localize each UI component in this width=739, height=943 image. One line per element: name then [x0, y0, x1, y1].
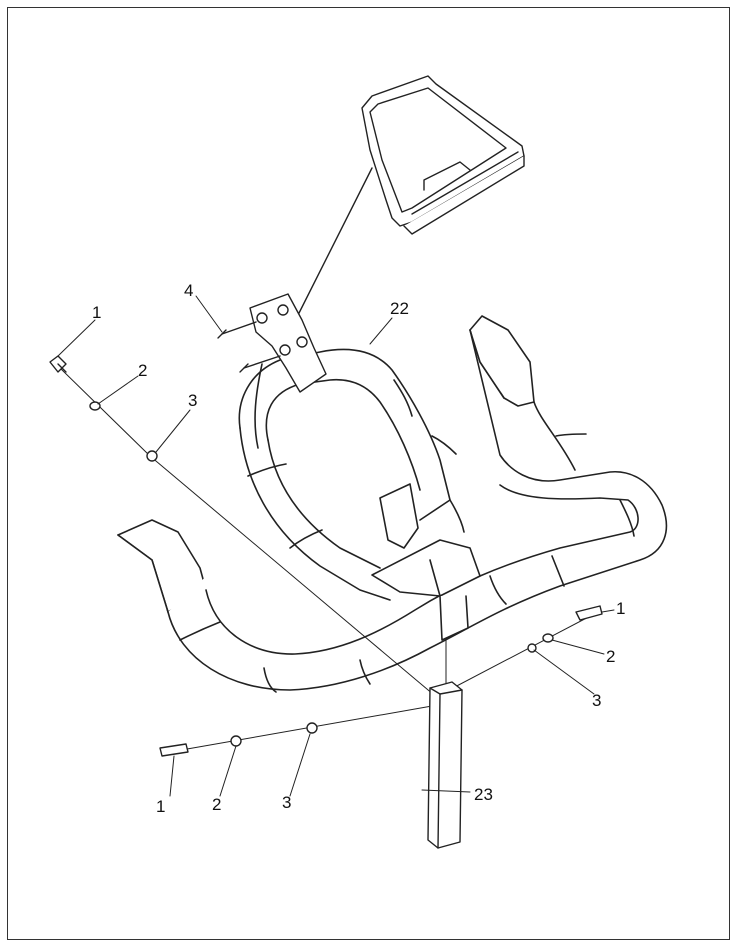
leader-line — [169, 705, 433, 753]
callout-bolt-right: 1 — [616, 599, 625, 618]
tablet-holder — [361, 75, 525, 235]
mounting-bracket — [249, 293, 327, 393]
leader-line — [421, 789, 471, 793]
callout-bolt-lower-left: 1 — [156, 797, 165, 816]
callout-screw: 4 — [184, 281, 193, 300]
leader-line — [292, 167, 373, 326]
callout-washer-right: 2 — [606, 647, 615, 666]
leader-line — [97, 375, 139, 405]
leader-line — [601, 609, 615, 613]
callout-bolt-upper-left: 1 — [92, 303, 101, 322]
bolt — [159, 743, 189, 757]
callout-washer-upper-left: 2 — [138, 361, 147, 380]
leader-line — [533, 649, 595, 695]
spacer — [146, 450, 158, 462]
callout-spacer-right: 3 — [592, 691, 601, 710]
callout-handlebar-post: 23 — [474, 785, 493, 804]
leader-line — [149, 455, 441, 701]
leader-line — [169, 755, 175, 797]
handlebar — [117, 315, 668, 693]
handlebar-post — [427, 681, 463, 849]
callout-spacer-upper-left: 3 — [188, 391, 197, 410]
leader-line — [551, 639, 605, 655]
spacer — [306, 722, 318, 734]
leader-line — [429, 611, 599, 701]
washer — [542, 633, 554, 643]
bolt — [575, 605, 603, 621]
leader-line — [59, 367, 151, 457]
leader-line — [289, 733, 311, 797]
callout-handlebar: 22 — [390, 299, 409, 318]
screw — [217, 321, 257, 339]
callout-spacer-lower-left: 3 — [282, 793, 291, 812]
washer — [230, 735, 242, 747]
leader-line — [57, 319, 96, 357]
leader-line — [155, 409, 191, 453]
bolt — [49, 355, 67, 373]
leader-line — [195, 295, 223, 333]
leader-line — [369, 317, 393, 345]
callout-washer-lower-left: 2 — [212, 795, 221, 814]
screw — [239, 355, 281, 373]
leader-line — [219, 745, 237, 797]
